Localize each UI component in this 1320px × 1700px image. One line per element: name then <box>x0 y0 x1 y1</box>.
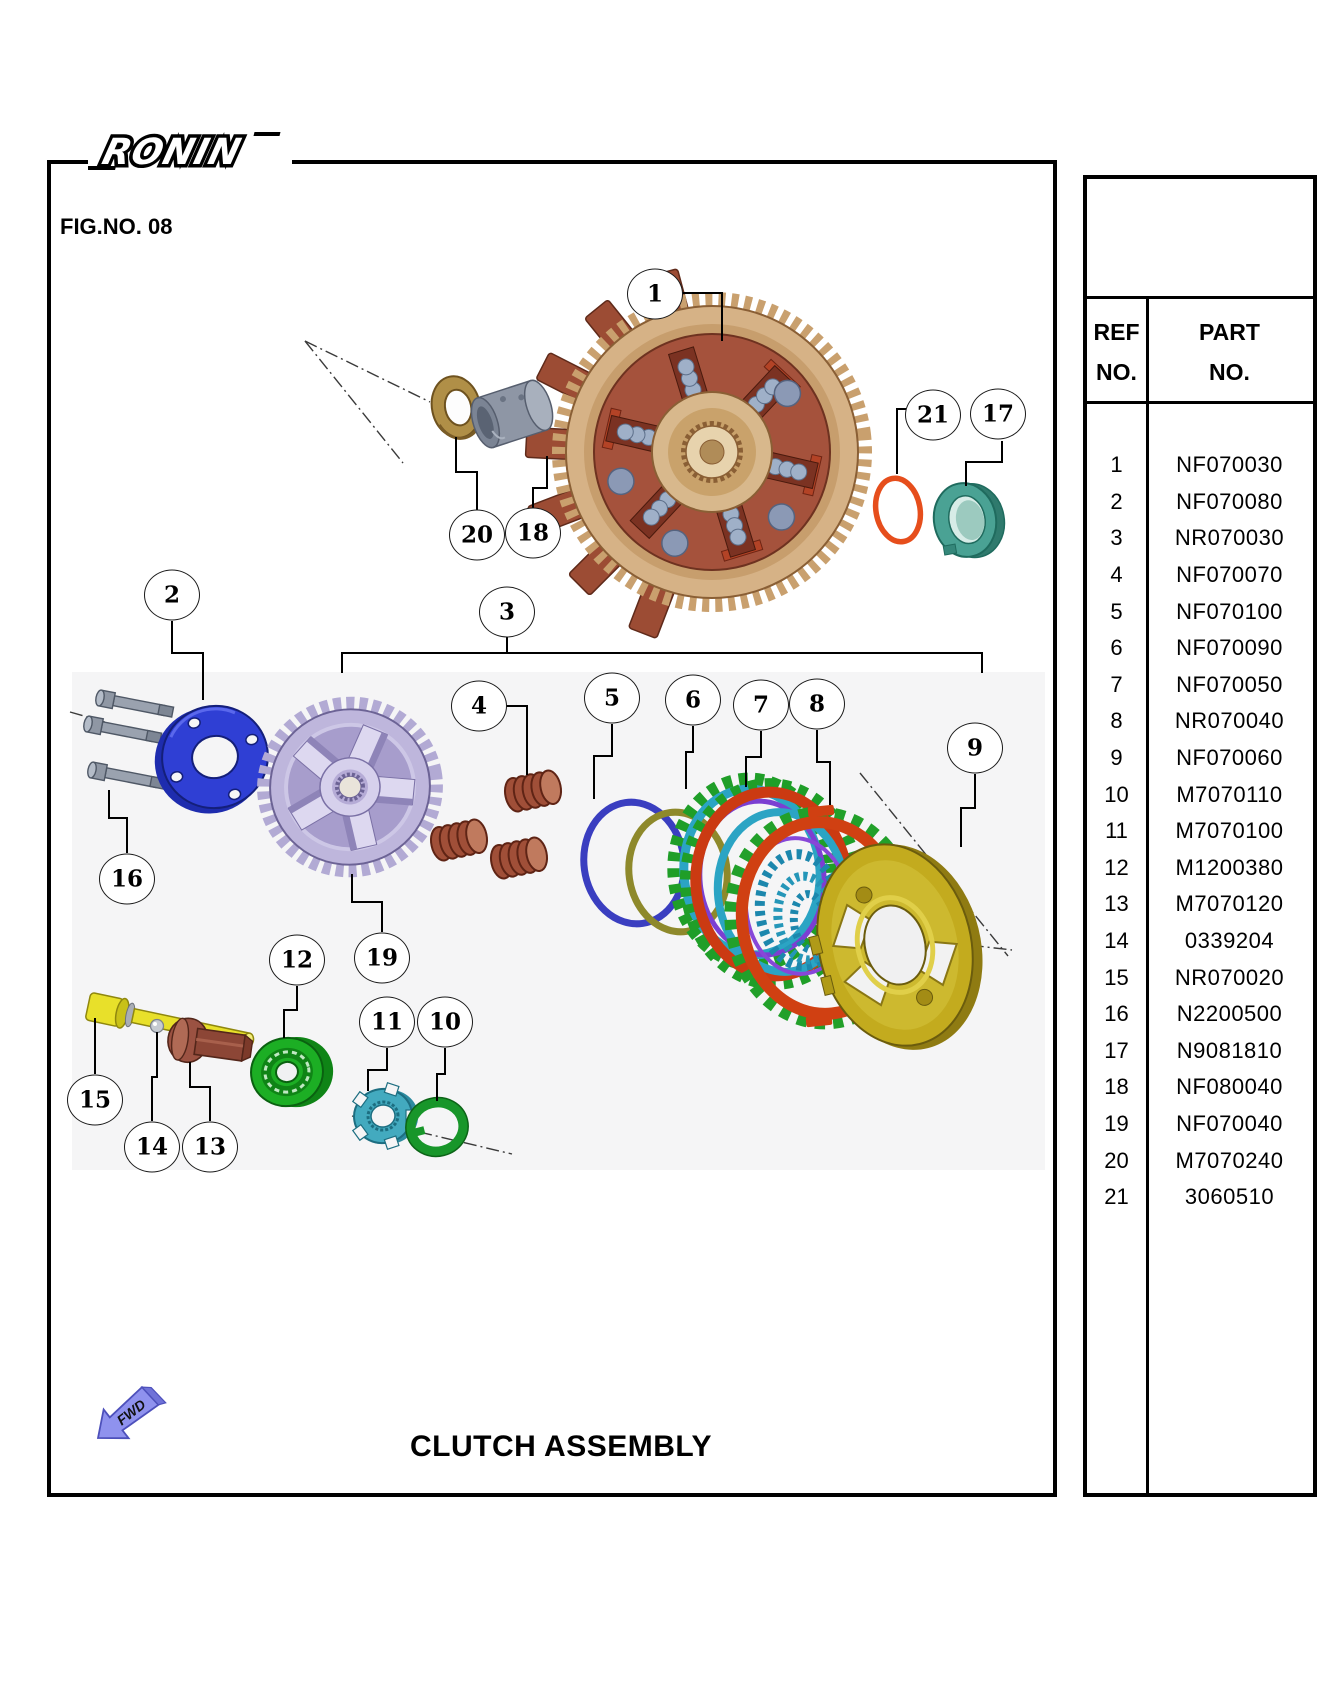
part-19-clutch-hub <box>257 696 443 878</box>
col-header-part: PART NO. <box>1199 318 1260 385</box>
callout-14: 14 <box>124 1121 180 1173</box>
callout-3: 3 <box>479 586 535 638</box>
part-10-lock-washer <box>405 1096 469 1158</box>
part-13-lifter <box>167 1017 254 1064</box>
callout-4: 4 <box>451 680 507 732</box>
part-17-collar <box>932 482 1006 559</box>
col-header-ref: REF NO. <box>1093 318 1140 385</box>
figure-title: CLUTCH ASSEMBLY <box>410 1430 712 1463</box>
callout-20: 20 <box>449 509 505 561</box>
part-6-olive-ring <box>625 808 731 936</box>
callout-16: 16 <box>99 853 155 905</box>
callout-8: 8 <box>789 678 845 730</box>
callout-18: 18 <box>505 507 561 559</box>
fwd-arrow: FWD <box>96 1385 167 1440</box>
callout-19: 19 <box>354 932 410 984</box>
callout-11: 11 <box>359 996 415 1048</box>
part-14-ball <box>149 1018 165 1034</box>
part-4-springs <box>429 769 563 880</box>
table-column-divider <box>1146 296 1149 1493</box>
part-16-bolts <box>83 689 175 790</box>
callout-12: 12 <box>269 934 325 986</box>
table-header-bottom-line <box>1087 401 1313 404</box>
part-11-lock-nut <box>351 1082 419 1150</box>
callout-13: 13 <box>182 1121 238 1173</box>
part-21-oring <box>872 475 924 545</box>
callout-2: 2 <box>144 569 200 621</box>
brand-logo: RONIN RONIN <box>88 126 292 178</box>
brand-logo-text: RONIN <box>98 131 246 173</box>
table-header: REF NO. PART NO. <box>1087 299 1313 404</box>
brand-logo-outline: RONIN <box>98 131 246 173</box>
callout-21: 21 <box>905 389 961 441</box>
figure-number: FIG.NO. 08 <box>60 214 173 239</box>
table-header-top-line <box>1087 296 1313 299</box>
callout-10: 10 <box>417 996 473 1048</box>
part-12-bearing <box>250 1036 334 1108</box>
part-9-pressure-plate <box>808 843 983 1050</box>
callout-1: 1 <box>627 268 683 320</box>
part-18-bushing <box>470 379 554 449</box>
diagram-frame <box>47 160 1057 1497</box>
callout-5: 5 <box>584 672 640 724</box>
callout-9: 9 <box>947 722 1003 774</box>
callout-6: 6 <box>665 674 721 726</box>
callout-17: 17 <box>970 388 1026 440</box>
part-20-washer <box>430 375 482 440</box>
part-1-clutch-housing <box>524 268 872 639</box>
part-2-blue-plate <box>154 704 269 814</box>
callout-7: 7 <box>733 679 789 731</box>
callout-15: 15 <box>67 1074 123 1126</box>
